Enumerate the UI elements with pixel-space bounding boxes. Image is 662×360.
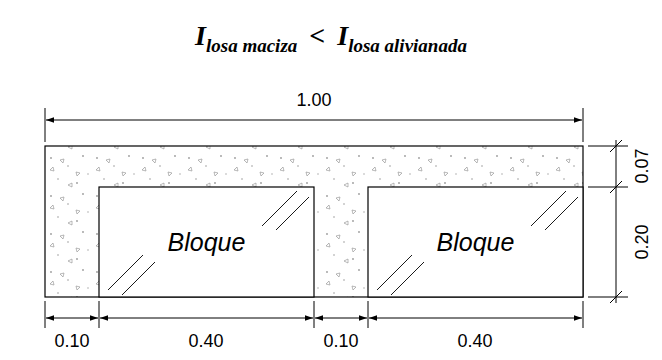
hollow-block: Bloque <box>368 187 583 297</box>
comparison-operator: < <box>309 22 325 50</box>
inertia-formula: Ilosa maciza<Ilosa alivianada <box>195 22 467 50</box>
moment-symbol: I <box>337 22 348 50</box>
block-label: Bloque <box>432 226 520 259</box>
dimension-label: 1.00 <box>296 91 331 109</box>
dimension-label: 0.10 <box>54 332 89 350</box>
block-label: Bloque <box>163 226 251 259</box>
concrete-section <box>45 146 583 297</box>
dimension-label: 0.40 <box>457 332 492 350</box>
dimension-label: 0.20 <box>633 224 651 259</box>
block-outline <box>368 187 583 297</box>
dimension-label: 0.40 <box>188 332 223 350</box>
block-hatch <box>108 191 578 295</box>
hollow-block: Bloque <box>99 187 314 297</box>
moment-symbol: I <box>195 22 206 50</box>
block-outline <box>99 187 314 297</box>
formula-subscript: losa maciza <box>206 36 297 55</box>
dimension-label: 0.10 <box>323 332 358 350</box>
formula-subscript: losa alivianada <box>348 36 467 55</box>
dimension-lines <box>45 108 628 328</box>
dimension-label: 0.07 <box>633 148 651 183</box>
